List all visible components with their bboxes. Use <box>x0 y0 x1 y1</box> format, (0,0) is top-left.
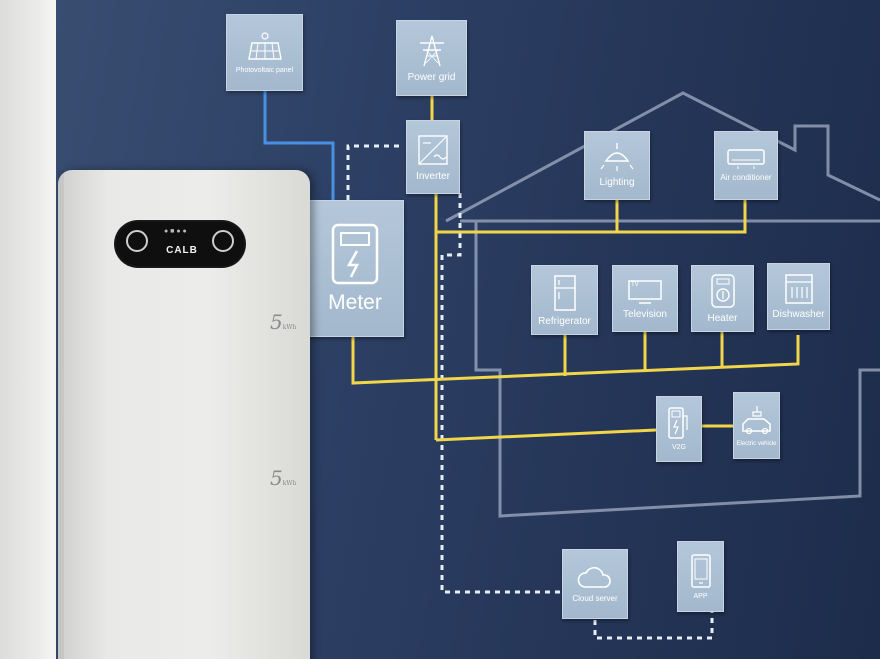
tile-label-meter: Meter <box>328 290 382 314</box>
solar-line <box>263 90 335 200</box>
tile-television: TV Television <box>612 265 678 332</box>
television-icon: TV <box>627 277 663 305</box>
tile-electric-vehicle: Electric vehicle <box>733 392 780 459</box>
tile-label-heater: Heater <box>707 313 738 324</box>
status-leds: ● ■ ● ● <box>164 228 187 235</box>
battery-control-panel: ● ■ ● ● CALB <box>114 220 246 268</box>
tile-label-app: APP <box>693 592 708 600</box>
tv-screen-text: TV <box>631 282 639 288</box>
tile-label-power-grid: Power grid <box>407 71 456 83</box>
tile-app: APP <box>677 541 724 612</box>
power-lines <box>351 96 800 442</box>
battery-seam <box>58 170 64 659</box>
tile-label-dishwasher: Dishwasher <box>772 309 825 320</box>
tile-meter: Meter <box>306 200 404 337</box>
lamp-icon <box>600 143 634 173</box>
data-lines <box>346 144 714 640</box>
tile-air-conditioner: Air conditioner <box>714 131 778 200</box>
cloud-icon <box>576 565 614 591</box>
tile-label-lighting: Lighting <box>599 177 635 188</box>
tile-label-air-conditioner: Air conditioner <box>720 173 772 183</box>
meter-icon <box>329 223 381 285</box>
tile-label-photovoltaic: Photovoltaic panel <box>235 66 294 74</box>
tile-lighting: Lighting <box>584 131 650 200</box>
electric-vehicle-icon <box>740 403 774 437</box>
tile-refrigerator: Refrigerator <box>531 265 598 335</box>
tile-label-refrigerator: Refrigerator <box>538 315 591 327</box>
module-capacity-2: 5kWh <box>270 466 297 490</box>
tile-photovoltaic-panel: Photovoltaic panel <box>226 14 303 91</box>
house-outline <box>445 91 880 518</box>
air-conditioner-icon <box>726 148 766 170</box>
solar-panel-icon <box>246 31 284 63</box>
power-button[interactable] <box>126 230 148 252</box>
mode-button[interactable] <box>212 230 234 252</box>
tile-inverter: Inverter <box>406 120 460 194</box>
inverter-icon <box>416 133 450 167</box>
tile-v2g: V2G <box>656 396 702 462</box>
battery-unit: ● ■ ● ● CALB 5kWh 5kWh <box>58 170 310 659</box>
tile-label-electric-vehicle: Electric vehicle <box>736 441 777 448</box>
heater-icon <box>710 273 736 309</box>
smartphone-icon <box>690 553 712 589</box>
brand-logo: CALB <box>166 245 198 256</box>
tile-cloud-server: Cloud server <box>562 549 628 619</box>
tile-heater: Heater <box>691 265 754 332</box>
dishwasher-icon <box>784 273 814 305</box>
left-wall-panel <box>0 0 56 659</box>
ev-charger-icon <box>666 406 692 440</box>
tile-label-cloud-server: Cloud server <box>572 593 618 603</box>
power-tower-icon <box>414 34 450 68</box>
tile-label-inverter: Inverter <box>416 170 450 182</box>
module-capacity-1: 5kWh <box>270 310 297 334</box>
tile-label-television: Television <box>623 309 667 320</box>
tile-dishwasher: Dishwasher <box>767 263 830 330</box>
tile-label-v2g: V2G <box>671 444 686 452</box>
refrigerator-icon <box>553 274 577 312</box>
tile-power-grid: Power grid <box>396 20 467 96</box>
